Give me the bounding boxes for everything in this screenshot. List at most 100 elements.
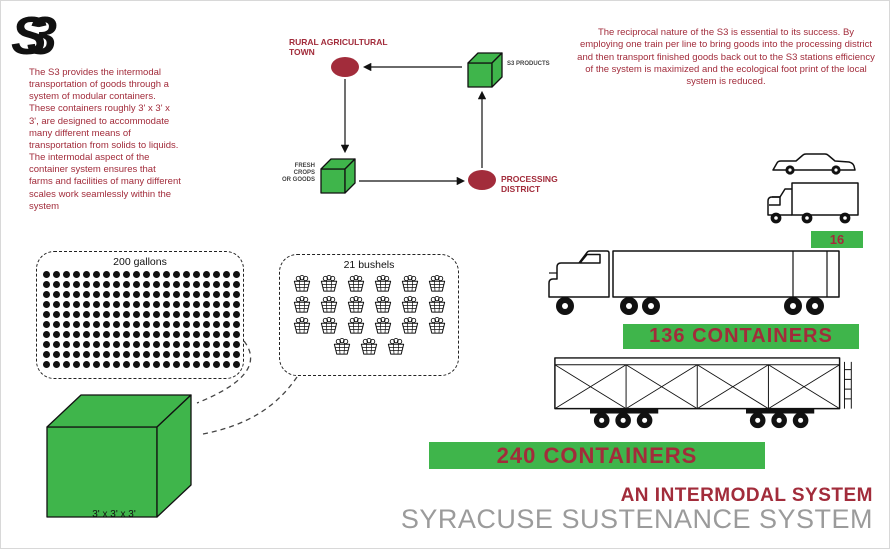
gallon-dot <box>133 281 140 288</box>
gallon-dot <box>63 281 70 288</box>
gallon-dot <box>93 311 100 318</box>
gallon-dot <box>53 311 60 318</box>
gallon-dot <box>203 341 210 348</box>
gallon-dot <box>83 351 90 358</box>
gallon-dot <box>183 301 190 308</box>
basket-icon <box>320 295 337 313</box>
basket-icon <box>293 316 310 334</box>
gallon-dot <box>223 271 230 278</box>
gallon-dot <box>103 361 110 368</box>
gallon-dot <box>233 341 240 348</box>
gallon-dot <box>213 281 220 288</box>
gallon-dot <box>43 321 50 328</box>
gallon-dot <box>233 351 240 358</box>
basket-icon <box>387 337 405 355</box>
gallon-dot <box>123 341 130 348</box>
gallon-dot <box>113 291 120 298</box>
gallon-dot <box>113 331 120 338</box>
gallon-dot <box>153 331 160 338</box>
gallon-dot <box>53 351 60 358</box>
car-icon <box>772 153 856 175</box>
gallon-dot <box>53 301 60 308</box>
gallon-dot <box>73 341 80 348</box>
gallon-dot <box>73 321 80 328</box>
gallon-dot <box>133 351 140 358</box>
gallon-dot <box>193 301 200 308</box>
gallon-dot <box>93 281 100 288</box>
cube-dimensions-label: 3' x 3' x 3' <box>92 509 136 520</box>
gallon-dot <box>63 351 70 358</box>
gallon-dot <box>183 291 190 298</box>
gallon-dot <box>123 361 130 368</box>
gallon-dot <box>213 331 220 338</box>
gallon-dot <box>43 291 50 298</box>
gallon-dot <box>223 331 230 338</box>
gallon-dot <box>143 361 150 368</box>
gallon-dot <box>163 301 170 308</box>
gallon-dot <box>193 281 200 288</box>
gallon-dot <box>123 311 130 318</box>
gallon-dot <box>173 361 180 368</box>
gallon-dot <box>93 341 100 348</box>
gallon-dot <box>53 291 60 298</box>
basket-icon <box>360 337 378 355</box>
s3-logo: S3 <box>11 5 57 67</box>
gallon-dot <box>143 311 150 318</box>
gallon-dot <box>73 351 80 358</box>
gallon-dot <box>123 301 130 308</box>
gallon-dot <box>123 351 130 358</box>
gallon-dot <box>73 281 80 288</box>
gallon-dot <box>103 311 110 318</box>
gallon-dot <box>73 311 80 318</box>
gallon-dot <box>113 341 120 348</box>
basket-icon <box>401 316 418 334</box>
container-cube-icon <box>46 394 192 518</box>
gallon-dot <box>203 271 210 278</box>
gallon-dot <box>133 321 140 328</box>
train-car-icon <box>554 357 852 429</box>
gallon-dot <box>163 291 170 298</box>
gallon-dot <box>213 321 220 328</box>
gallon-dot <box>53 281 60 288</box>
gallon-dot <box>123 291 130 298</box>
gallon-dot <box>173 291 180 298</box>
gallon-dot <box>163 351 170 358</box>
fresh-crops-label: FRESH CROPS OR GOODS <box>281 163 315 184</box>
gallon-dot <box>193 361 200 368</box>
logo-digit-3: 3 <box>27 6 57 66</box>
gallon-dot <box>193 311 200 318</box>
gallon-dot <box>43 361 50 368</box>
gallon-dot <box>233 321 240 328</box>
gallon-dot <box>173 341 180 348</box>
gallon-dot <box>203 281 210 288</box>
basket-icon <box>401 274 418 292</box>
gallon-dot <box>63 311 70 318</box>
gallon-dot <box>153 341 160 348</box>
gallon-dot <box>113 311 120 318</box>
gallon-dot <box>83 291 90 298</box>
gallon-dot <box>203 321 210 328</box>
gallon-dot <box>213 311 220 318</box>
gallon-dot <box>63 361 70 368</box>
basket-icon <box>293 295 310 313</box>
gallon-dot <box>173 281 180 288</box>
gallon-dot <box>123 271 130 278</box>
gallon-dot <box>73 331 80 338</box>
gallon-dot <box>93 321 100 328</box>
gallon-dot <box>83 301 90 308</box>
gallon-dot <box>203 351 210 358</box>
gallon-dot <box>143 271 150 278</box>
gallon-dot <box>103 341 110 348</box>
gallon-dot <box>153 351 160 358</box>
gallon-dot <box>233 291 240 298</box>
gallon-dot <box>43 281 50 288</box>
basket-icon <box>428 316 445 334</box>
gallon-dot <box>223 341 230 348</box>
box-truck-icon <box>767 182 859 224</box>
gallon-dot <box>153 271 160 278</box>
gallon-dot <box>73 301 80 308</box>
gallon-dot <box>113 321 120 328</box>
gallon-dot <box>163 341 170 348</box>
gallon-dot <box>93 351 100 358</box>
